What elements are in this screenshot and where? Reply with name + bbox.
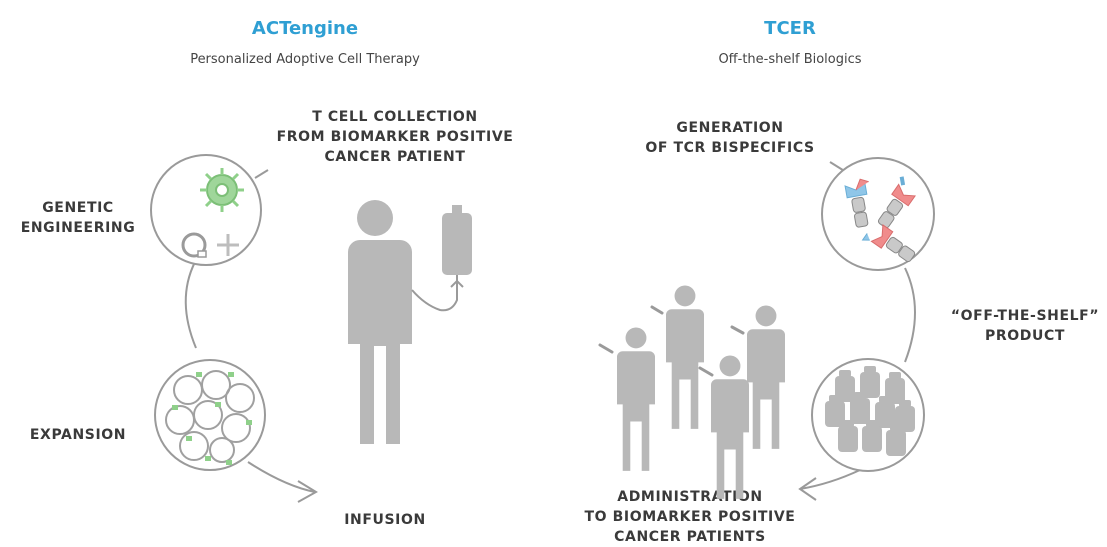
bispecific-antibody-icon	[876, 176, 916, 230]
arrow-to-infusion-icon	[297, 480, 318, 503]
connector-expansion-to-infusion	[247, 461, 316, 493]
tcr-bispecifics-circle	[821, 157, 935, 271]
virus-icon	[200, 168, 244, 212]
label-administration: ADMINISTRATION TO BIOMARKER POSITIVE CAN…	[584, 489, 796, 545]
plus-icon	[217, 234, 239, 256]
label-t-cell-collection: T CELL COLLECTION FROM BIOMARKER POSITIV…	[276, 109, 514, 165]
tcer-subtitle: Off-the-shelf Biologics	[718, 52, 862, 67]
label-genetic-engineering: GENETIC ENGINEERING	[20, 200, 136, 236]
connector-collection-to-genetic	[254, 169, 269, 179]
bispecific-antibody-icon	[844, 178, 869, 229]
expansion-circle	[154, 359, 266, 471]
label-infusion: INFUSION	[344, 512, 426, 528]
bispecific-antibody-icon	[861, 224, 917, 264]
label-expansion: EXPANSION	[29, 427, 127, 443]
actengine-subtitle: Personalized Adoptive Cell Therapy	[190, 52, 420, 67]
off-the-shelf-vials-circle	[811, 358, 925, 472]
patient-figure	[348, 200, 412, 444]
connector-product-to-administration	[799, 469, 861, 490]
syringe-icons	[598, 305, 745, 377]
iv-bag-icon	[411, 205, 472, 312]
patient-group-figures	[617, 285, 785, 499]
vial-icons	[825, 366, 915, 456]
label-generation-tcr-bispecifics: GENERATION OF TCR BISPECIFICS	[645, 120, 815, 156]
connector-bispecifics-to-product	[904, 267, 916, 363]
actengine-title: ACTengine	[251, 18, 359, 39]
plasmid-icon	[181, 232, 207, 258]
arrow-to-patients-icon	[798, 477, 817, 501]
connector-genetic-to-expansion	[184, 261, 197, 349]
genetic-engineering-circle	[150, 154, 262, 266]
label-off-the-shelf-product: “OFF-THE-SHELF” PRODUCT	[950, 308, 1100, 344]
tcer-title: TCER	[764, 18, 816, 39]
